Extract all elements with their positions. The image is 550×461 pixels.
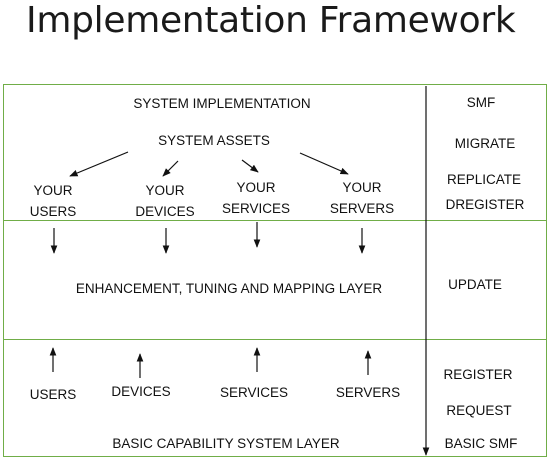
basic-capability-layer-label: BASIC CAPABILITY SYSTEM LAYER	[112, 436, 340, 451]
enhancement-layer-label: ENHANCEMENT, TUNING AND MAPPING LAYER	[75, 281, 383, 296]
side-register: REGISTER	[443, 367, 513, 382]
side-replicate: REPLICATE	[446, 172, 522, 187]
your-services-node: YOUR SERVICES	[221, 180, 291, 216]
arrow-assets-to-services	[241, 159, 259, 173]
bottom-item-servers: SERVERS	[335, 385, 401, 400]
system-assets-label: SYSTEM ASSETS	[158, 133, 270, 148]
system-implementation-label: SYSTEM IMPLEMENTATION	[133, 96, 311, 111]
page-title: Implementation Framework	[26, 0, 516, 41]
bottom-item-users: USERS	[29, 387, 77, 402]
side-request: REQUEST	[446, 403, 512, 418]
layer-divider-bottom	[3, 339, 547, 340]
your-devices-node: YOUR DEVICES	[135, 183, 195, 219]
bottom-item-devices: DEVICES	[111, 384, 171, 399]
arrow-assets-to-users	[69, 151, 129, 177]
side-basic-smf: BASIC SMF	[444, 436, 518, 451]
arrow-assets-to-devices	[162, 160, 179, 177]
side-migrate: MIGRATE	[454, 136, 516, 151]
side-update: UPDATE	[448, 277, 502, 292]
your-users-node: YOUR USERS	[29, 183, 77, 219]
side-smf: SMF	[466, 95, 496, 110]
bottom-item-services: SERVICES	[219, 385, 289, 400]
framework-frame	[3, 84, 547, 457]
layer-divider-top	[3, 220, 547, 221]
side-dregister: DREGISTER	[445, 197, 525, 212]
your-servers-node: YOUR SERVERS	[329, 180, 395, 216]
arrow-assets-to-servers	[299, 152, 349, 175]
